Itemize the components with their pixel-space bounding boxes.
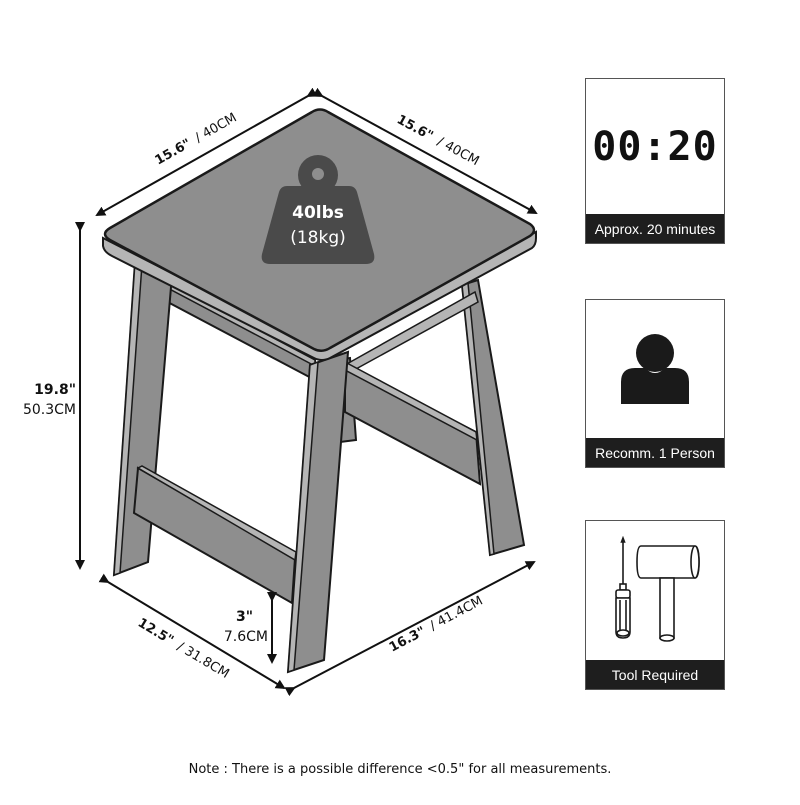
svg-text:16.3" / 41.4CM: 16.3" / 41.4CM [387,594,486,656]
assembly-time-card: 00:20 Approx. 20 minutes [585,78,725,244]
back-right-leg [460,278,526,557]
front-left-leg [112,260,174,577]
front-center-leg [286,350,350,674]
base-depth-inches: 12.5" [135,616,176,649]
timer-display: 00:20 [592,123,718,170]
timer-icon: 00:20 [586,79,724,214]
dimension-height: 19.8" 50.3CM [23,222,85,570]
base-depth-cm: / 31.8CM [174,639,231,682]
top-right-cm: / 40CM [435,134,482,169]
tools-card: Tool Required [585,520,725,690]
rung-height-cm: 7.6CM [224,629,268,645]
dimension-rung-height: 3" 7.6CM [224,592,277,664]
height-cm: 50.3CM [23,402,76,418]
measurement-note: Note : There is a possible difference <0… [188,762,612,777]
tools-caption: Tool Required [586,660,724,689]
people-card: Recomm. 1 Person [585,299,725,468]
mallet-icon [636,544,700,642]
tools-icon [586,521,724,660]
height-inches: 19.8" [34,382,76,398]
front-rung [132,465,297,605]
assembly-time-caption: Approx. 20 minutes [586,214,724,243]
top-left-cm: / 40CM [193,110,240,145]
weight-kg: (18kg) [290,228,346,248]
screwdriver-icon [615,535,631,639]
rung-height-inches: 3" [236,609,253,625]
people-caption: Recomm. 1 Person [586,438,724,467]
person-icon [586,300,724,438]
weight-lbs: 40lbs [292,203,344,223]
